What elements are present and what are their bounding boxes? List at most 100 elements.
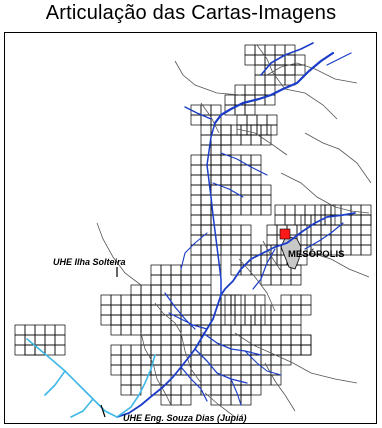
grid-tile — [54, 324, 66, 336]
grid-tile — [270, 334, 282, 346]
grid-tile — [310, 224, 322, 236]
grid-tile — [300, 334, 312, 346]
grid-tile — [250, 264, 262, 276]
grid-tile — [210, 134, 222, 146]
grid-tile — [244, 294, 256, 306]
grid-tile — [230, 224, 242, 236]
grid-tile — [284, 64, 296, 76]
grid-tile — [140, 294, 152, 306]
grid-tile — [190, 294, 202, 306]
grid-tile — [130, 314, 142, 326]
grid-tile — [140, 284, 152, 296]
grid-tile — [264, 44, 276, 56]
grid-tile — [34, 324, 46, 336]
grid-tile — [244, 304, 256, 316]
grid-tile — [250, 334, 262, 346]
grid-tile — [254, 74, 266, 86]
grid-tile — [160, 394, 172, 406]
grid-tile — [220, 214, 232, 226]
grid-tile — [150, 274, 162, 286]
grid-tile — [130, 284, 142, 296]
grid-tile — [110, 344, 122, 356]
grid-tile — [234, 304, 246, 316]
grid-tile — [230, 234, 242, 246]
grid-tile — [220, 364, 232, 376]
grid-tile — [54, 344, 66, 356]
grid-tile — [120, 314, 132, 326]
grid-tile — [270, 264, 282, 276]
grid-tile — [220, 174, 232, 186]
grid-tile — [244, 44, 256, 56]
grid-tile — [170, 264, 182, 276]
grid-tile — [256, 114, 268, 126]
grid-tile — [290, 334, 302, 346]
grid-tile — [200, 254, 212, 266]
grid-tile — [190, 364, 202, 376]
grid-tile — [190, 184, 202, 196]
map-frame: UHE Ilha Solteira MESÓPOLIS UHE Eng. Sou… — [4, 32, 377, 424]
grid-tile — [280, 294, 292, 306]
grid-tile — [240, 374, 252, 386]
grid-tile — [200, 274, 212, 286]
grid-tile — [260, 314, 272, 326]
grid-tile — [200, 344, 212, 356]
grid-tile — [200, 214, 212, 226]
grid-tile — [210, 164, 222, 176]
grid-tile — [140, 304, 152, 316]
grid-tile — [200, 284, 212, 296]
grid-tile — [140, 314, 152, 326]
grid-tile — [290, 314, 302, 326]
grid-tile — [180, 294, 192, 306]
grid-tile — [230, 124, 242, 136]
grid-tile — [140, 324, 152, 336]
grid-tile — [230, 204, 242, 216]
grid-tile — [140, 304, 152, 316]
grid-tile — [250, 154, 262, 166]
grid-tile — [150, 314, 162, 326]
grid-tile — [250, 324, 262, 336]
grid-tile — [350, 214, 362, 226]
grid-tile — [170, 384, 182, 396]
grid-tile — [190, 314, 202, 326]
grid-tile — [170, 394, 182, 406]
grid-tile — [280, 334, 292, 346]
grid-tile — [234, 294, 246, 306]
grid-tile — [120, 304, 132, 316]
grid-tile — [250, 364, 262, 376]
grid-tile — [260, 314, 272, 326]
grid-tile — [180, 294, 192, 306]
grid-tile — [190, 304, 202, 316]
grid-tile — [54, 334, 66, 346]
grid-tile — [190, 314, 202, 326]
grid-tile — [170, 334, 182, 346]
grid-tile — [250, 204, 262, 216]
grid-tile — [200, 294, 212, 306]
image-chart-grid — [14, 44, 372, 406]
grid-tile — [254, 84, 266, 96]
grid-tile — [180, 304, 192, 316]
grid-tile — [24, 344, 36, 356]
lower-river — [26, 338, 156, 418]
grid-tile — [220, 304, 232, 316]
grid-tile — [270, 324, 282, 336]
label-mesopolis: MESÓPOLIS — [288, 248, 344, 260]
grid-tile — [220, 164, 232, 176]
grid-tile — [110, 304, 122, 316]
grid-tile — [190, 114, 202, 126]
grid-tile — [240, 314, 252, 326]
grid-tile — [280, 344, 292, 356]
grid-tile — [14, 334, 26, 346]
grid-tile — [250, 374, 262, 386]
grid-tile — [290, 334, 302, 346]
grid-tile — [240, 354, 252, 366]
grid-tile — [130, 374, 142, 386]
grid-tile — [130, 364, 142, 376]
grid-tile — [240, 324, 252, 336]
grid-tile — [284, 214, 296, 226]
grid-tile — [220, 384, 232, 396]
grid-tile — [220, 194, 232, 206]
grid-tile — [240, 174, 252, 186]
grid-tile — [190, 294, 202, 306]
grid-tile — [220, 124, 232, 136]
grid-tile — [240, 244, 252, 256]
